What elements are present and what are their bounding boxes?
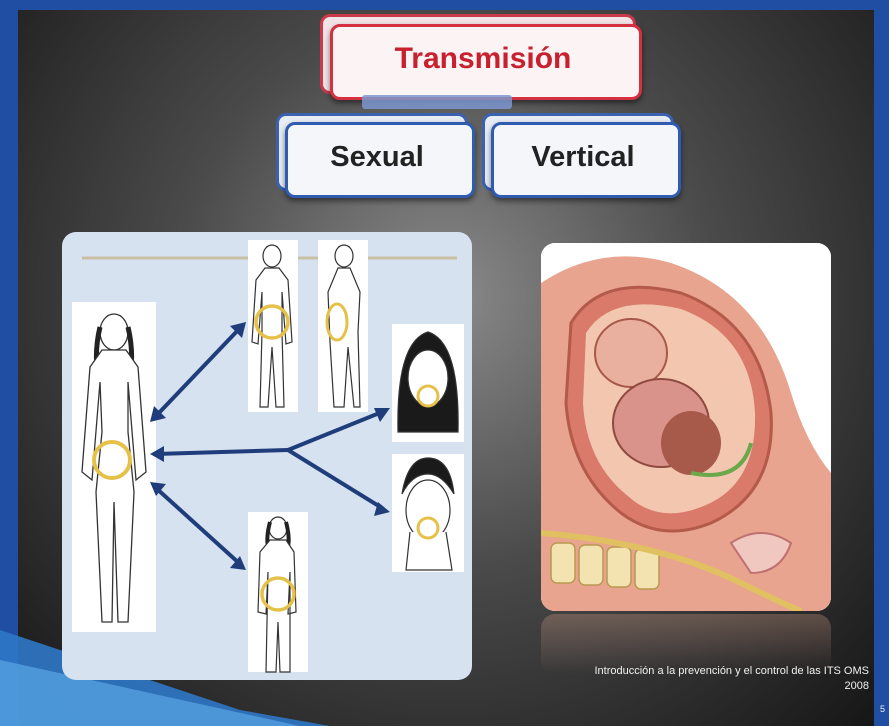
sexual-box: Sexual	[276, 113, 476, 199]
sexual-transmission-network-icon	[62, 232, 472, 680]
title-box: Transmisión	[320, 14, 640, 98]
sexual-label: Sexual	[285, 122, 469, 192]
page-number: 5	[880, 704, 885, 714]
vertical-box: Vertical	[482, 113, 682, 199]
source-caption: Introducción a la prevención y el contro…	[449, 664, 869, 694]
vertical-label: Vertical	[491, 122, 675, 192]
hierarchy-connector	[362, 95, 512, 109]
source-caption-line2: 2008	[449, 679, 869, 694]
sexual-transmission-illustration	[62, 232, 472, 680]
source-caption-line1: Introducción a la prevención y el contro…	[449, 664, 869, 679]
vertical-transmission-illustration	[541, 243, 831, 611]
title-text: Transmisión	[330, 24, 636, 94]
pregnant-uterus-fetus-icon	[541, 243, 831, 611]
